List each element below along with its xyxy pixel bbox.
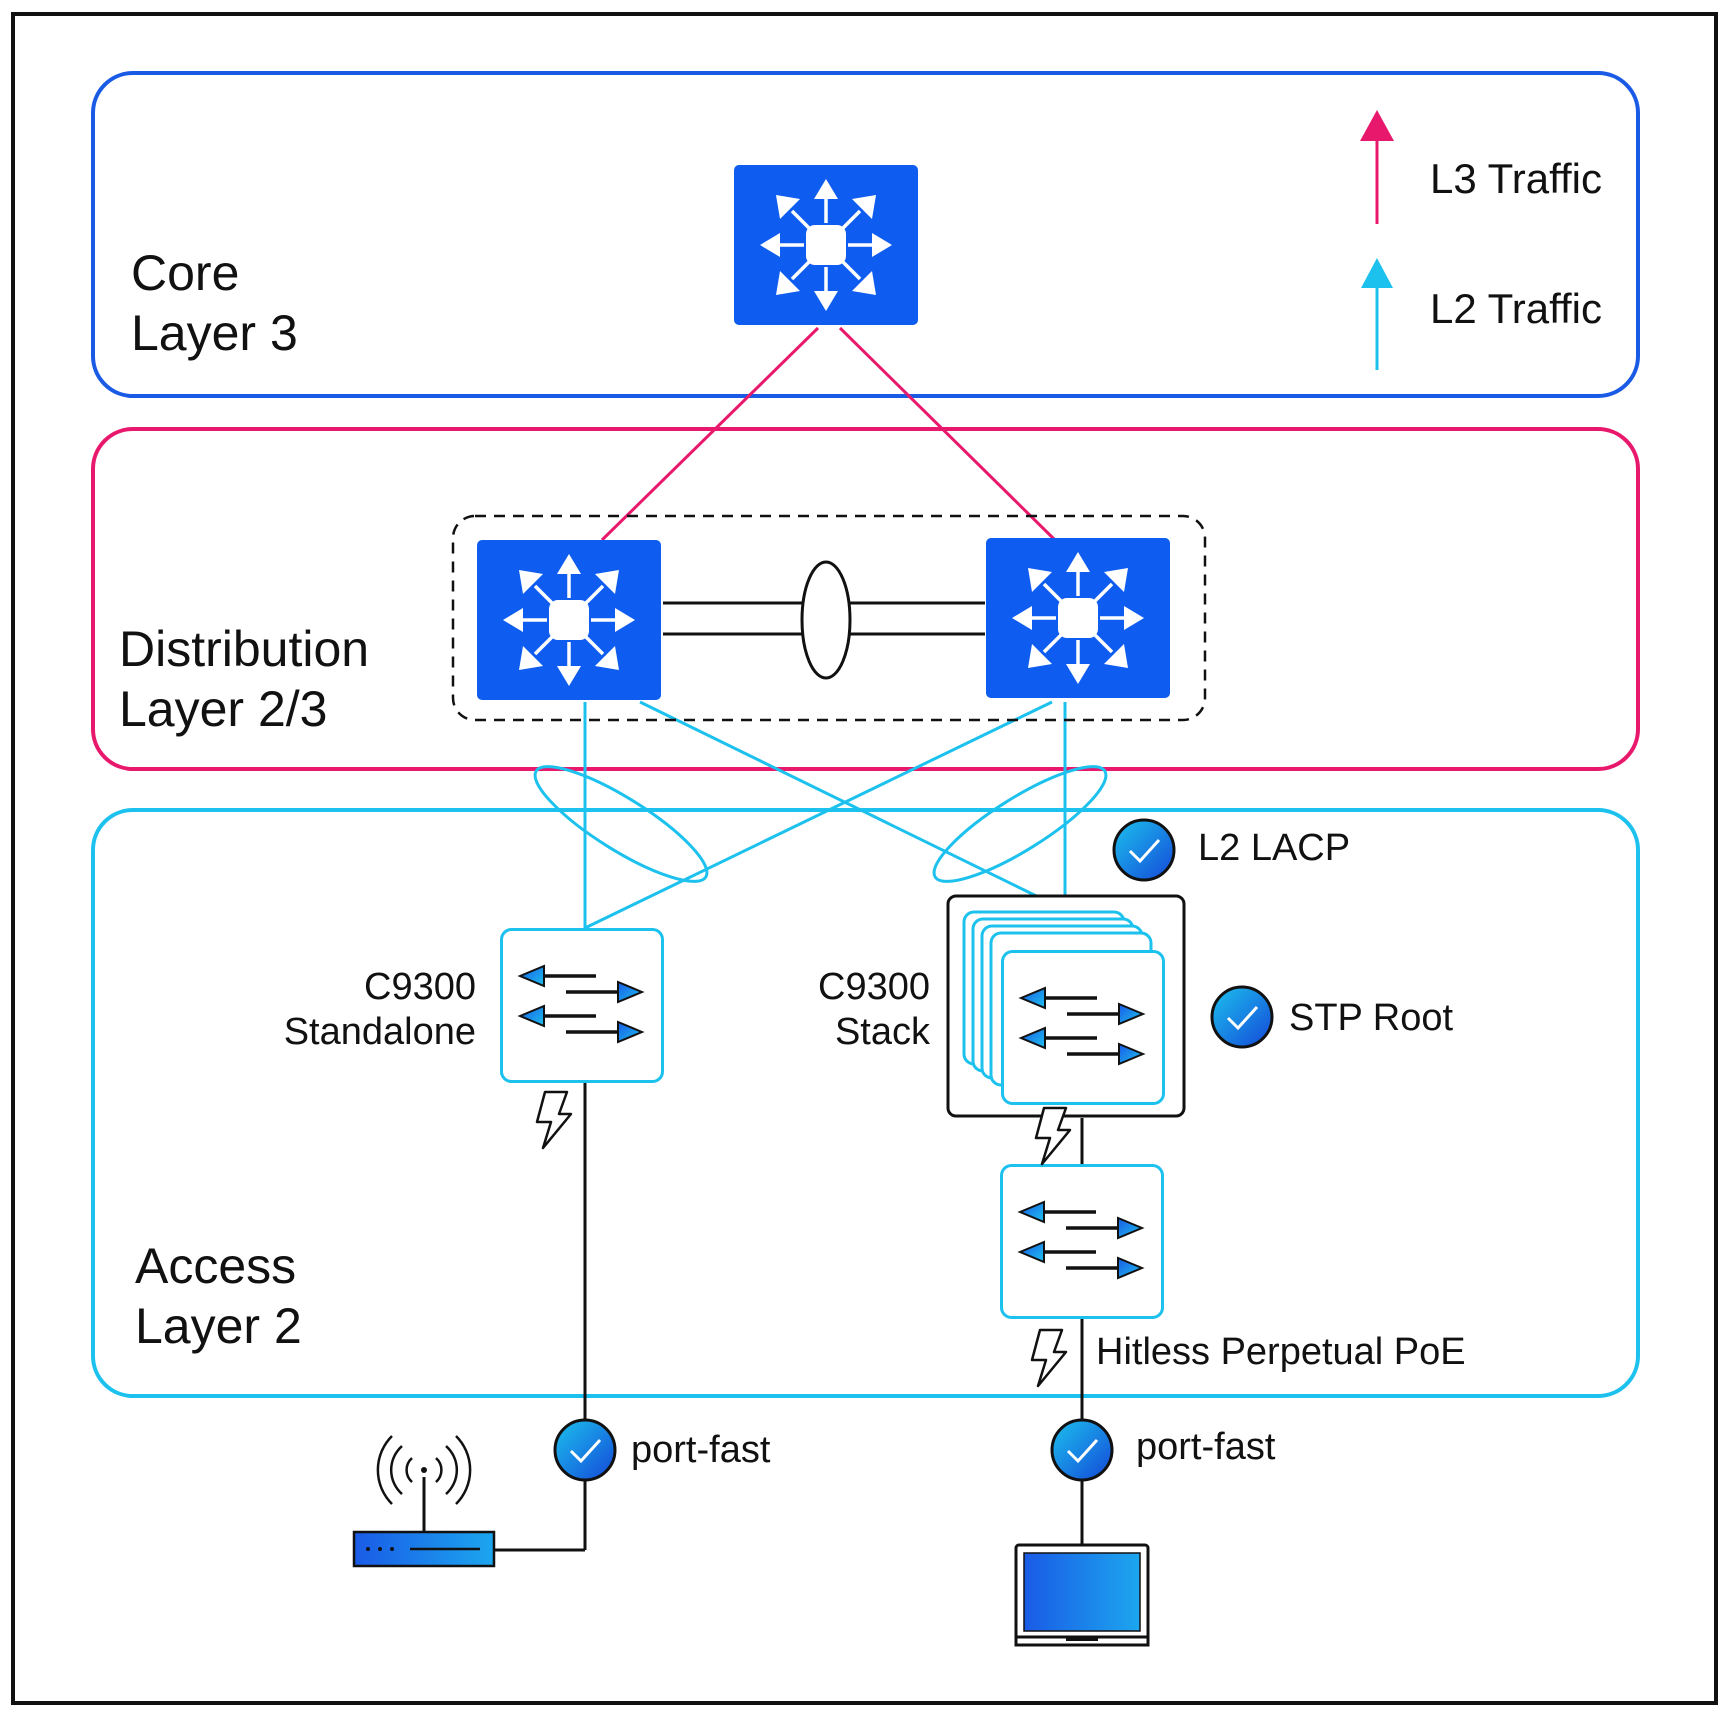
c9300-standalone-switch (499, 927, 665, 1084)
check-circle-icon (1112, 818, 1176, 882)
core-zone (91, 71, 1640, 398)
extended-access-switch (999, 1163, 1165, 1320)
access-zone (91, 808, 1640, 1398)
portfast-right-label: port-fast (1136, 1426, 1276, 1468)
l3-link-left (600, 326, 820, 542)
stp-root-label: STP Root (1289, 997, 1453, 1039)
check-circle-icon (1050, 1418, 1114, 1482)
check-circle-icon (553, 1418, 617, 1482)
check-circle-icon (1210, 985, 1274, 1049)
distribution-pair-group (451, 514, 1207, 722)
multilayer-switch-icon (984, 536, 1172, 700)
standalone-label: C9300 (364, 966, 476, 1008)
outer-frame (11, 12, 1718, 1705)
lightning-icon (1030, 1328, 1068, 1388)
access-point-icon (352, 1435, 496, 1568)
distribution-zone-label: Distribution (119, 621, 369, 677)
l2-arrow-head (1361, 258, 1393, 288)
c9300-stack (946, 894, 1186, 1118)
core-zone-label: Core (131, 245, 239, 301)
l3-traffic-label: L3 Traffic (1430, 155, 1602, 202)
etherchannel-ellipse-icon (800, 560, 852, 680)
legend: L3 Traffic L2 Traffic (1360, 110, 1602, 370)
standalone-sublabel: Standalone (284, 1011, 476, 1053)
access-zone-sublabel: Layer 2 (135, 1298, 302, 1354)
portfast-left-label: port-fast (631, 1429, 771, 1471)
l3-link-right (838, 326, 1057, 542)
port-channel-ellipse-right (932, 765, 1108, 883)
laptop-icon (1014, 1543, 1150, 1647)
lightning-icon (535, 1090, 573, 1150)
distribution-switch-right (984, 536, 1172, 700)
multilayer-switch-icon (732, 163, 920, 327)
poe-label: Hitless Perpetual PoE (1096, 1331, 1466, 1373)
multilayer-switch-icon (475, 538, 663, 702)
distribution-zone (91, 427, 1640, 771)
distribution-zone-sublabel: Layer 2/3 (119, 681, 327, 737)
lacp-label: L2 LACP (1198, 827, 1350, 869)
layer2-switch-icon (1000, 949, 1166, 1106)
l2-traffic-label: L2 Traffic (1430, 285, 1602, 332)
layer2-switch-icon (999, 1163, 1165, 1320)
l2-link-right-to-standalone (584, 700, 1053, 930)
core-zone-sublabel: Layer 3 (131, 305, 298, 361)
core-switch (732, 163, 920, 327)
layer2-switch-icon (499, 927, 665, 1084)
port-channel-ellipse-left (533, 765, 709, 883)
access-zone-label: Access (135, 1238, 296, 1294)
distribution-switch-left (475, 538, 663, 702)
stack-label: C9300 (818, 966, 930, 1008)
l3-arrow-head (1360, 110, 1394, 141)
l2-link-left-to-stack (639, 700, 1066, 912)
stack-sublabel: Stack (835, 1011, 931, 1053)
